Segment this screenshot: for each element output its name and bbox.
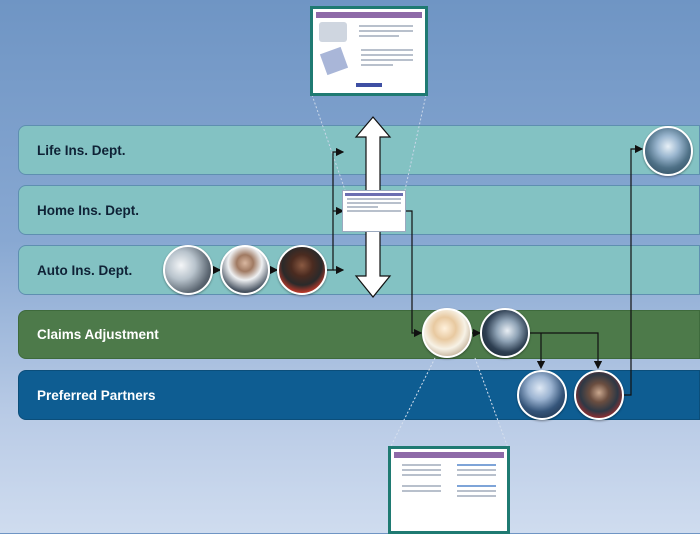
zoom-line bbox=[474, 357, 509, 449]
person-photo-icon bbox=[480, 308, 530, 358]
person-photo-icon bbox=[277, 245, 327, 295]
person-photo-icon bbox=[517, 370, 567, 420]
lane-label-home: Home Ins. Dept. bbox=[37, 202, 140, 218]
lane-label-life: Life Ins. Dept. bbox=[37, 142, 126, 158]
lane-auto-ins-dept: Auto Ins. Dept. bbox=[18, 245, 700, 295]
person-photo-icon bbox=[220, 245, 270, 295]
lane-claims-adjustment: Claims Adjustment bbox=[18, 310, 700, 359]
lane-label-partners: Preferred Partners bbox=[37, 387, 156, 403]
lane-label-auto: Auto Ins. Dept. bbox=[37, 262, 133, 278]
person-photo-icon bbox=[422, 308, 472, 358]
claim-screen-thumbnail-center bbox=[342, 190, 406, 232]
flow-arrow bbox=[530, 332, 603, 370]
zoom-line bbox=[404, 94, 427, 191]
lane-label-claims: Claims Adjustment bbox=[37, 327, 159, 342]
claim-screen-thumbnail-large bbox=[310, 6, 428, 96]
flow-arrow bbox=[623, 144, 644, 396]
person-photo-icon bbox=[163, 245, 213, 295]
person-photo-icon bbox=[574, 370, 624, 420]
zoom-line bbox=[311, 94, 346, 191]
zoom-line bbox=[389, 357, 436, 449]
flow-arrow bbox=[405, 210, 423, 338]
claim-screen-thumbnail-bottom bbox=[388, 446, 510, 534]
person-photo-icon bbox=[643, 126, 693, 176]
